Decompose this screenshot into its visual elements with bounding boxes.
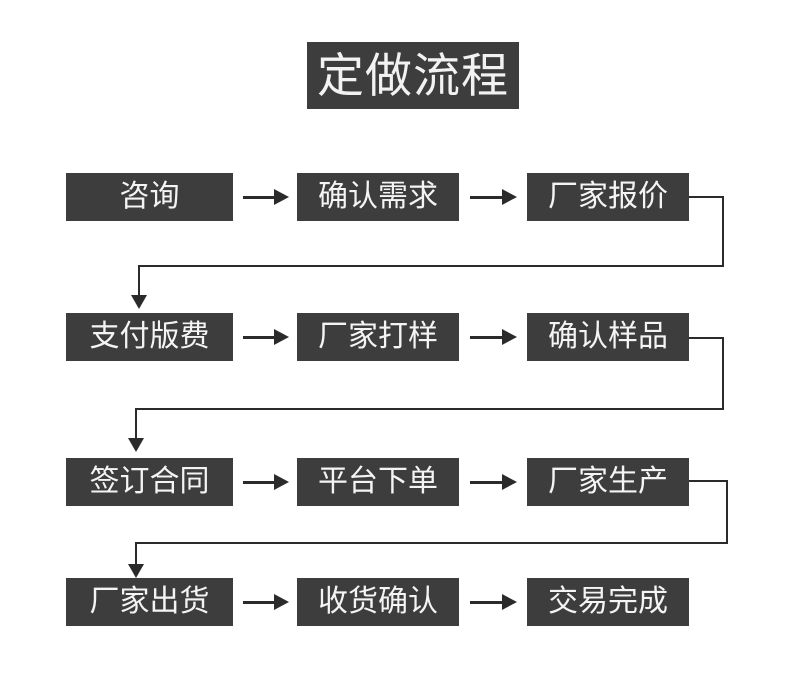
flow-node-factory-sample[interactable]: 厂家打样 xyxy=(297,313,459,361)
flow-node-receipt-confirm[interactable]: 收货确认 xyxy=(297,578,459,626)
connector-r2-down-v xyxy=(726,480,728,544)
arrow-shaft xyxy=(243,336,277,339)
connector-r0-back-h xyxy=(138,265,724,267)
flow-node-platform-order[interactable]: 平台下单 xyxy=(297,458,459,506)
flow-node-consult[interactable]: 咨询 xyxy=(66,173,233,221)
connector-r0-in-v xyxy=(138,265,140,297)
connector-r1-back-h xyxy=(135,408,724,410)
connector-r1-out-h xyxy=(689,337,724,339)
arrow-head-icon xyxy=(274,474,289,490)
arrow-shaft xyxy=(470,336,505,339)
connector-r2-in-v xyxy=(135,542,137,566)
connector-r2-out-h xyxy=(689,480,728,482)
flow-node-sign-contract[interactable]: 签订合同 xyxy=(66,458,233,506)
arrow-right-r3-b xyxy=(470,592,518,612)
arrow-right-r0-a xyxy=(243,187,289,207)
connector-r1-down-v xyxy=(722,337,724,410)
arrow-right-r3-a xyxy=(243,592,289,612)
arrow-right-r2-b xyxy=(470,472,518,492)
arrow-head-icon xyxy=(502,189,517,205)
arrow-head-icon xyxy=(274,594,289,610)
flow-node-transaction-complete[interactable]: 交易完成 xyxy=(527,578,689,626)
arrow-shaft xyxy=(243,196,277,199)
connector-r2-back-h xyxy=(135,542,728,544)
arrow-right-r1-a xyxy=(243,327,289,347)
arrow-shaft xyxy=(243,601,277,604)
flow-node-pay-plate-fee[interactable]: 支付版费 xyxy=(66,313,233,361)
flow-node-confirm-sample[interactable]: 确认样品 xyxy=(527,313,689,361)
arrow-head-down-icon-r2 xyxy=(128,564,144,578)
arrow-right-r2-a xyxy=(243,472,289,492)
arrow-right-r1-b xyxy=(470,327,518,347)
connector-r1-in-v xyxy=(135,408,137,440)
arrow-shaft xyxy=(243,481,277,484)
arrow-right-r0-b xyxy=(470,187,518,207)
connector-r0-out-h xyxy=(689,196,724,198)
arrow-shaft xyxy=(470,601,505,604)
arrow-head-icon xyxy=(502,594,517,610)
arrow-head-down-icon-r1 xyxy=(128,438,144,452)
flow-node-factory-shipment[interactable]: 厂家出货 xyxy=(66,578,233,626)
flow-node-factory-production[interactable]: 厂家生产 xyxy=(527,458,689,506)
arrow-head-icon xyxy=(274,189,289,205)
flow-node-confirm-requirement[interactable]: 确认需求 xyxy=(297,173,459,221)
arrow-shaft xyxy=(470,481,505,484)
flow-node-factory-quote[interactable]: 厂家报价 xyxy=(527,173,689,221)
arrow-head-icon xyxy=(502,474,517,490)
connector-r0-down-v xyxy=(722,196,724,267)
arrow-head-icon xyxy=(274,329,289,345)
arrow-head-icon xyxy=(502,329,517,345)
arrow-head-down-icon-r0 xyxy=(131,295,147,309)
page-title: 定做流程 xyxy=(307,42,519,109)
arrow-shaft xyxy=(470,196,505,199)
